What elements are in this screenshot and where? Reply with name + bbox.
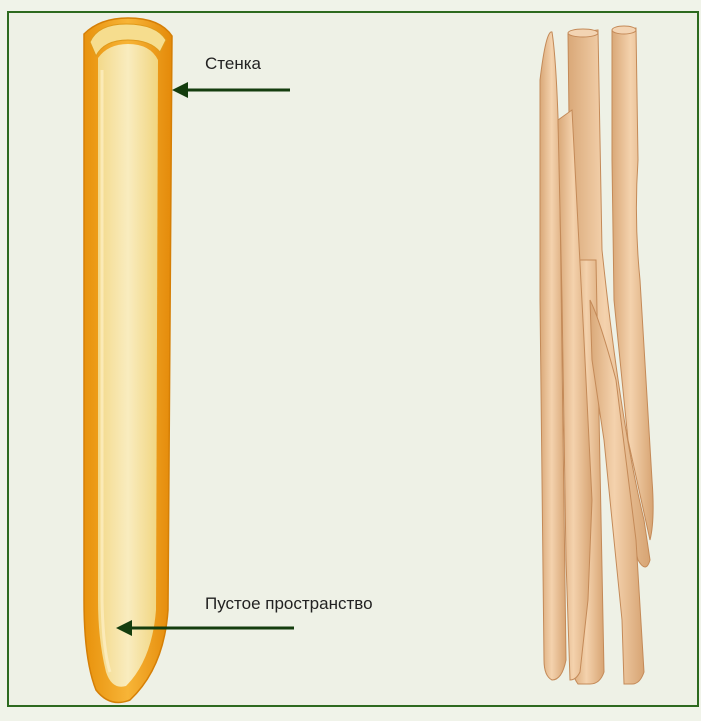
strand-tip — [568, 29, 598, 37]
single-fiber — [84, 18, 172, 702]
fiber-lumen — [98, 44, 158, 687]
empty-space-label: Пустое пространство — [205, 594, 373, 614]
wall-arrow — [172, 82, 290, 98]
wall-label: Стенка — [205, 54, 261, 74]
strand-tip — [612, 26, 636, 34]
fiber-bundle — [540, 26, 653, 684]
